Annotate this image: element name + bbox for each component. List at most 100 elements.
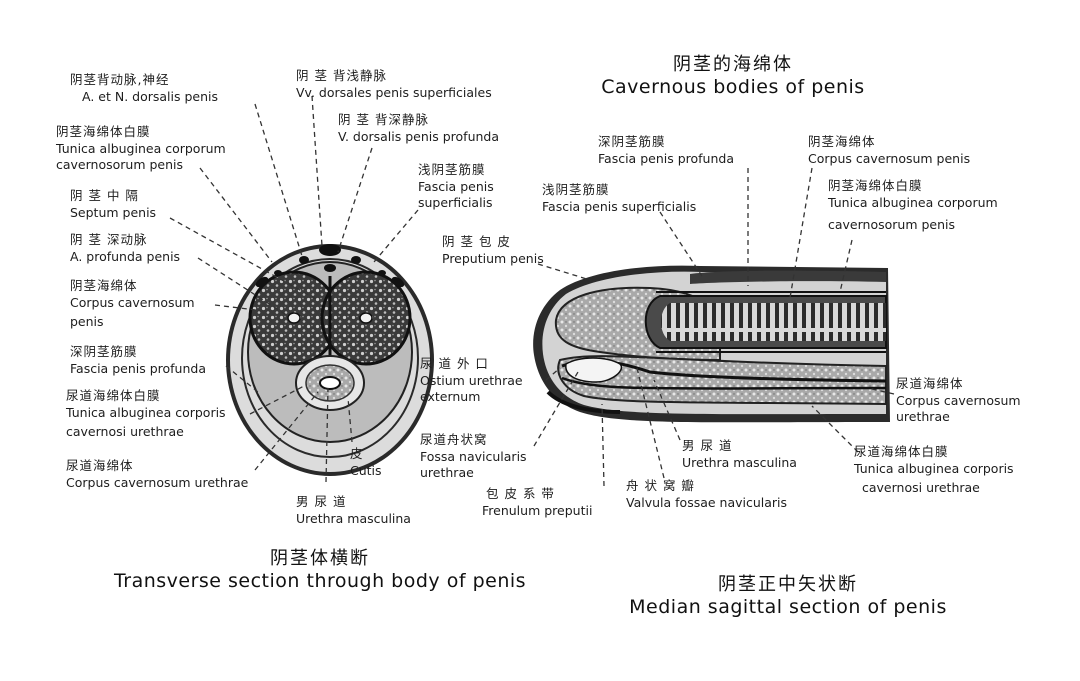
label-tunica-albuginea-corpora-cavernosa-en: Tunica albuginea corporum [56,140,226,156]
label-corpus-cavernosum-penis-sagittal: 阴茎海绵体 Corpus cavernosum penis [808,134,970,167]
deep-artery-right [359,312,373,324]
label-deep-artery-zh: 阴 茎 深动脉 [70,232,148,247]
label-septum-penis: 阴 茎 中 隔 Septum penis [70,188,156,221]
label-ostium-urethrae-en: Ostium urethrae [420,372,523,388]
label-tunica-albuginea-sagittal-zh: 阴茎海绵体白膜 [828,178,923,193]
label-superficial-fascia-sagittal: 浅阴茎筋膜 Fascia penis superficialis [542,182,696,215]
title-transverse-section: 阴茎体横断 Transverse section through body of… [90,544,550,592]
label-urethra-transverse: 男 尿 道 Urethra masculina [296,494,411,527]
label-tunica-albuginea-corpus-urethrae-transverse-en2: cavernosi urethrae [66,424,184,439]
label-deep-dorsal-vein-zh: 阴 茎 背深静脉 [338,112,429,127]
label-cutis: 皮 Cutis [350,446,382,479]
label-corpus-cavernosum-urethrae-transverse-zh: 尿道海绵体 [66,458,134,473]
label-urethra-sagittal: 男 尿 道 Urethra masculina [682,438,797,471]
label-valvula-fossae-en: Valvula fossae navicularis [626,494,788,510]
label-superficial-fascia-sagittal-zh: 浅阴茎筋膜 [542,182,610,197]
label-deep-fascia-transverse: 深阴茎筋膜 Fascia penis profunda [70,344,206,377]
dorsal-vessel-center [324,264,336,272]
sagittal-frenulum [546,390,621,414]
label-tunica-albuginea-corpus-urethrae-transverse: 尿道海绵体白膜 Tunica albuginea corporis cavern… [66,388,226,441]
label-urethra-transverse-en: Urethra masculina [296,510,411,526]
superficial-vein-left [255,276,269,288]
label-septum-penis-en: Septum penis [70,204,157,220]
label-preputium: 阴 茎 包 皮 Preputium penis [442,234,544,267]
label-corpus-cavernosum-urethrae-transverse-en: Corpus cavernosum urethrae [66,474,249,490]
title-sagittal-section-zh: 阴茎正中矢状断 [718,574,858,595]
label-deep-dorsal-vein-en: V. dorsalis penis profunda [338,128,500,144]
deep-artery-left [287,312,301,324]
label-tunica-albuginea-corpora-cavernosa: 阴茎海绵体白膜 Tunica albuginea corporum cavern… [56,124,226,174]
label-corpus-cavernosum-penis-transverse-en2: penis [70,314,104,329]
label-tunica-albuginea-sagittal-en2: cavernosorum penis [828,217,956,232]
transverse-urethra-lumen [319,376,341,390]
label-dorsal-artery-nerve-en: A. et N. dorsalis penis [82,88,218,104]
label-ostium-urethrae: 尿 道 外 口 Ostium urethrae externum [420,356,523,406]
label-corpus-cavernosum-penis-transverse: 阴茎海绵体 Corpus cavernosum penis [70,278,195,331]
label-septum-penis-zh: 阴 茎 中 隔 [70,188,139,203]
sagittal-corpus-cavernosum-trabeculae [661,303,886,341]
dorsal-artery-right [351,256,361,264]
label-superficial-fascia-transverse-zh: 浅阴茎筋膜 [418,162,486,177]
label-corpus-cavernosum-urethrae-sagittal-zh: 尿道海绵体 [896,376,964,391]
dorsal-deep-vein [319,244,341,256]
label-fossa-navicularis-en2: urethrae [420,465,474,480]
label-corpus-cavernosum-penis-transverse-en: Corpus cavernosum [70,294,195,310]
transverse-section [226,244,434,476]
label-deep-dorsal-vein: 阴 茎 背深静脉 V. dorsalis penis profunda [338,112,499,145]
label-frenulum: 包 皮 系 带 Frenulum preputii [482,486,592,519]
sagittal-fossa-navicularis [565,357,623,383]
label-frenulum-en: Frenulum preputii [482,502,593,518]
label-corpus-cavernosum-urethrae-sagittal-en: Corpus cavernosum [896,392,1021,408]
label-tunica-albuginea-corpora-cavernosa-en2: cavernosorum penis [56,157,184,172]
label-valvula-fossae-zh: 舟 状 窝 瓣 [626,478,695,493]
sagittal-section [533,265,890,423]
title-cavernous-bodies-en: Cavernous bodies of penis [601,76,865,98]
label-corpus-cavernosum-urethrae-sagittal: 尿道海绵体 Corpus cavernosum urethrae [896,376,1021,426]
label-tunica-albuginea-sagittal-en: Tunica albuginea corporum [828,194,998,210]
label-dorsal-artery-nerve-zh: 阴茎背动脉,神经 [70,72,170,87]
label-valvula-fossae: 舟 状 窝 瓣 Valvula fossae navicularis [626,478,787,511]
label-fossa-navicularis: 尿道舟状窝 Fossa navicularis urethrae [420,432,527,482]
label-tunica-albuginea-corpus-urethrae-transverse-zh: 尿道海绵体白膜 [66,388,161,403]
label-ostium-urethrae-zh: 尿 道 外 口 [420,356,489,371]
label-tunica-albuginea-corpus-urethrae-sagittal-en2: cavernosi urethrae [862,480,980,495]
superficial-vein-right [391,276,405,288]
sagittal-urethra-floor [561,376,887,390]
title-sagittal-section-en: Median sagittal section of penis [629,596,947,618]
label-superficial-fascia-transverse: 浅阴茎筋膜 Fascia penis superficialis [418,162,494,212]
label-tunica-albuginea-corpora-cavernosa-zh: 阴茎海绵体白膜 [56,124,151,139]
label-fossa-navicularis-en: Fossa navicularis [420,448,527,464]
transverse-superficial-fascia [241,258,419,458]
title-sagittal-section: 阴茎正中矢状断 Median sagittal section of penis [608,570,968,618]
label-superficial-fascia-transverse-en2: superficialis [418,195,493,210]
label-deep-fascia-sagittal: 深阴茎筋膜 Fascia penis profunda [598,134,734,167]
label-preputium-en: Preputium penis [442,250,544,266]
title-cavernous-bodies: 阴茎的海绵体 Cavernous bodies of penis [578,50,888,98]
label-deep-fascia-sagittal-en: Fascia penis profunda [598,150,734,166]
label-deep-artery-en: A. profunda penis [70,248,181,264]
title-transverse-section-en: Transverse section through body of penis [113,570,527,592]
label-corpus-cavernosum-urethrae-transverse: 尿道海绵体 Corpus cavernosum urethrae [66,458,248,491]
label-deep-fascia-transverse-en: Fascia penis profunda [70,360,206,376]
label-fossa-navicularis-zh: 尿道舟状窝 [420,432,488,447]
label-superficial-dorsal-veins: 阴 茎 背浅静脉 Vv. dorsales penis superficiale… [296,68,492,101]
leader-lines [169,95,895,487]
title-cavernous-bodies-zh: 阴茎的海绵体 [673,54,793,75]
label-cutis-en: Cutis [350,462,382,478]
label-tunica-albuginea-corpus-urethrae-sagittal-zh: 尿道海绵体白膜 [854,444,949,459]
label-preputium-zh: 阴 茎 包 皮 [442,234,511,249]
label-frenulum-zh: 包 皮 系 带 [486,486,555,501]
dorsal-nerve-left [274,270,282,276]
label-urethra-transverse-zh: 男 尿 道 [296,494,347,509]
label-corpus-cavernosum-penis-transverse-zh: 阴茎海绵体 [70,278,138,293]
dorsal-artery-left [299,256,309,264]
label-corpus-cavernosum-urethrae-sagittal-en2: urethrae [896,409,950,424]
label-corpus-cavernosum-penis-sagittal-zh: 阴茎海绵体 [808,134,876,149]
label-tunica-albuginea-sagittal: 阴茎海绵体白膜 Tunica albuginea corporum cavern… [828,178,998,234]
label-tunica-albuginea-corpus-urethrae-transverse-en: Tunica albuginea corporis [66,404,226,420]
label-superficial-fascia-transverse-en: Fascia penis [418,178,494,194]
label-ostium-urethrae-en2: externum [420,389,481,404]
label-tunica-albuginea-corpus-urethrae-sagittal-en: Tunica albuginea corporis [854,460,1014,476]
